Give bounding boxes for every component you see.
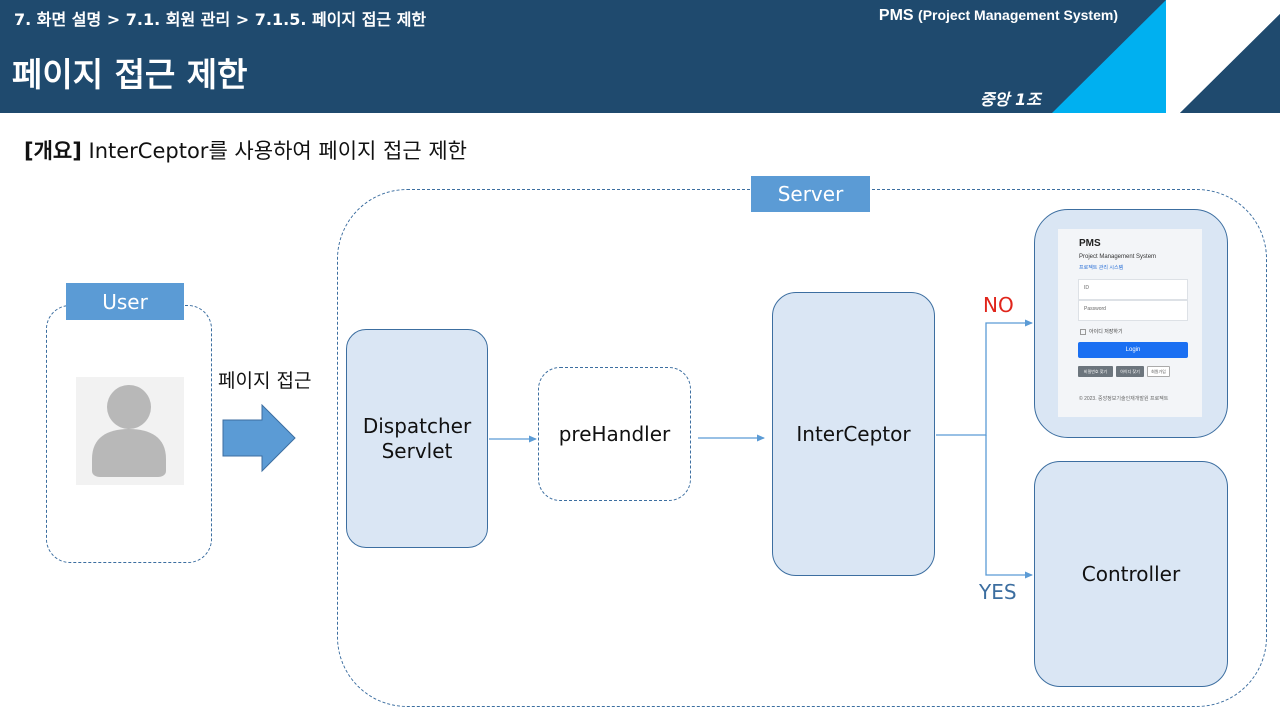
corner-triangle: [1180, 14, 1280, 113]
brand-sub: (Project Management System): [918, 7, 1118, 23]
controller-label: Controller: [1081, 561, 1181, 586]
server-tag: Server: [751, 176, 870, 212]
controller-box: Controller: [1034, 461, 1228, 687]
interceptor-label: InterCeptor: [796, 421, 911, 446]
header-decoration: [1052, 0, 1280, 113]
overview: [개요] InterCeptor를 사용하여 페이지 접근 제한: [24, 135, 467, 165]
prehandler-label: preHandler: [558, 422, 671, 446]
remember-id-checkbox[interactable]: 아이디 저장하기: [1080, 328, 1123, 335]
accent-triangle: [1052, 0, 1166, 113]
dispatcher-servlet-box: Dispatcher Servlet: [346, 329, 488, 548]
login-password-field[interactable]: Password: [1078, 300, 1188, 321]
overview-text: InterCeptor를 사용하여 페이지 접근 제한: [81, 139, 467, 163]
white-stripe: [1166, 0, 1280, 113]
login-subtitle-ko: 프로젝트 관리 시스템: [1079, 265, 1124, 271]
dispatcher-line1: Dispatcher: [362, 413, 472, 438]
login-title: PMS: [1079, 238, 1101, 249]
login-screenshot: PMS Project Management System 프로젝트 관리 시스…: [1058, 229, 1202, 417]
header-banner: 7. 화면 설명 > 7.1. 회원 관리 > 7.1.5. 페이지 접근 제한…: [0, 0, 1280, 113]
brand: PMS (Project Management System): [879, 7, 1118, 25]
no-label: NO: [983, 293, 1014, 317]
user-tag: User: [66, 283, 184, 320]
breadcrumb: 7. 화면 설명 > 7.1. 회원 관리 > 7.1.5. 페이지 접근 제한: [14, 10, 427, 29]
prehandler-box: preHandler: [538, 367, 691, 501]
signup-button[interactable]: 회원가입: [1147, 366, 1170, 377]
login-button[interactable]: Login: [1078, 342, 1188, 358]
yes-label: YES: [979, 580, 1017, 604]
access-arrow-icon: [222, 404, 296, 473]
login-footer: © 2023. 중앙정보기술인재개발원 프로젝트: [1079, 396, 1169, 402]
find-id-button[interactable]: 아이디 찾기: [1116, 366, 1144, 377]
login-subtitle: Project Management System: [1079, 254, 1157, 260]
overview-tag: [개요]: [24, 139, 82, 163]
interceptor-box: InterCeptor: [772, 292, 935, 576]
user-avatar-icon: [76, 377, 184, 485]
team-label: 중앙 1조: [980, 90, 1041, 109]
login-id-field[interactable]: ID: [1078, 279, 1188, 300]
dispatcher-line2: Servlet: [381, 438, 453, 463]
page-title: 페이지 접근 제한: [12, 55, 248, 94]
access-label: 페이지 접근: [218, 370, 312, 392]
find-password-button[interactable]: 비밀번호 찾기: [1078, 366, 1113, 377]
brand-main: PMS: [878, 7, 914, 24]
